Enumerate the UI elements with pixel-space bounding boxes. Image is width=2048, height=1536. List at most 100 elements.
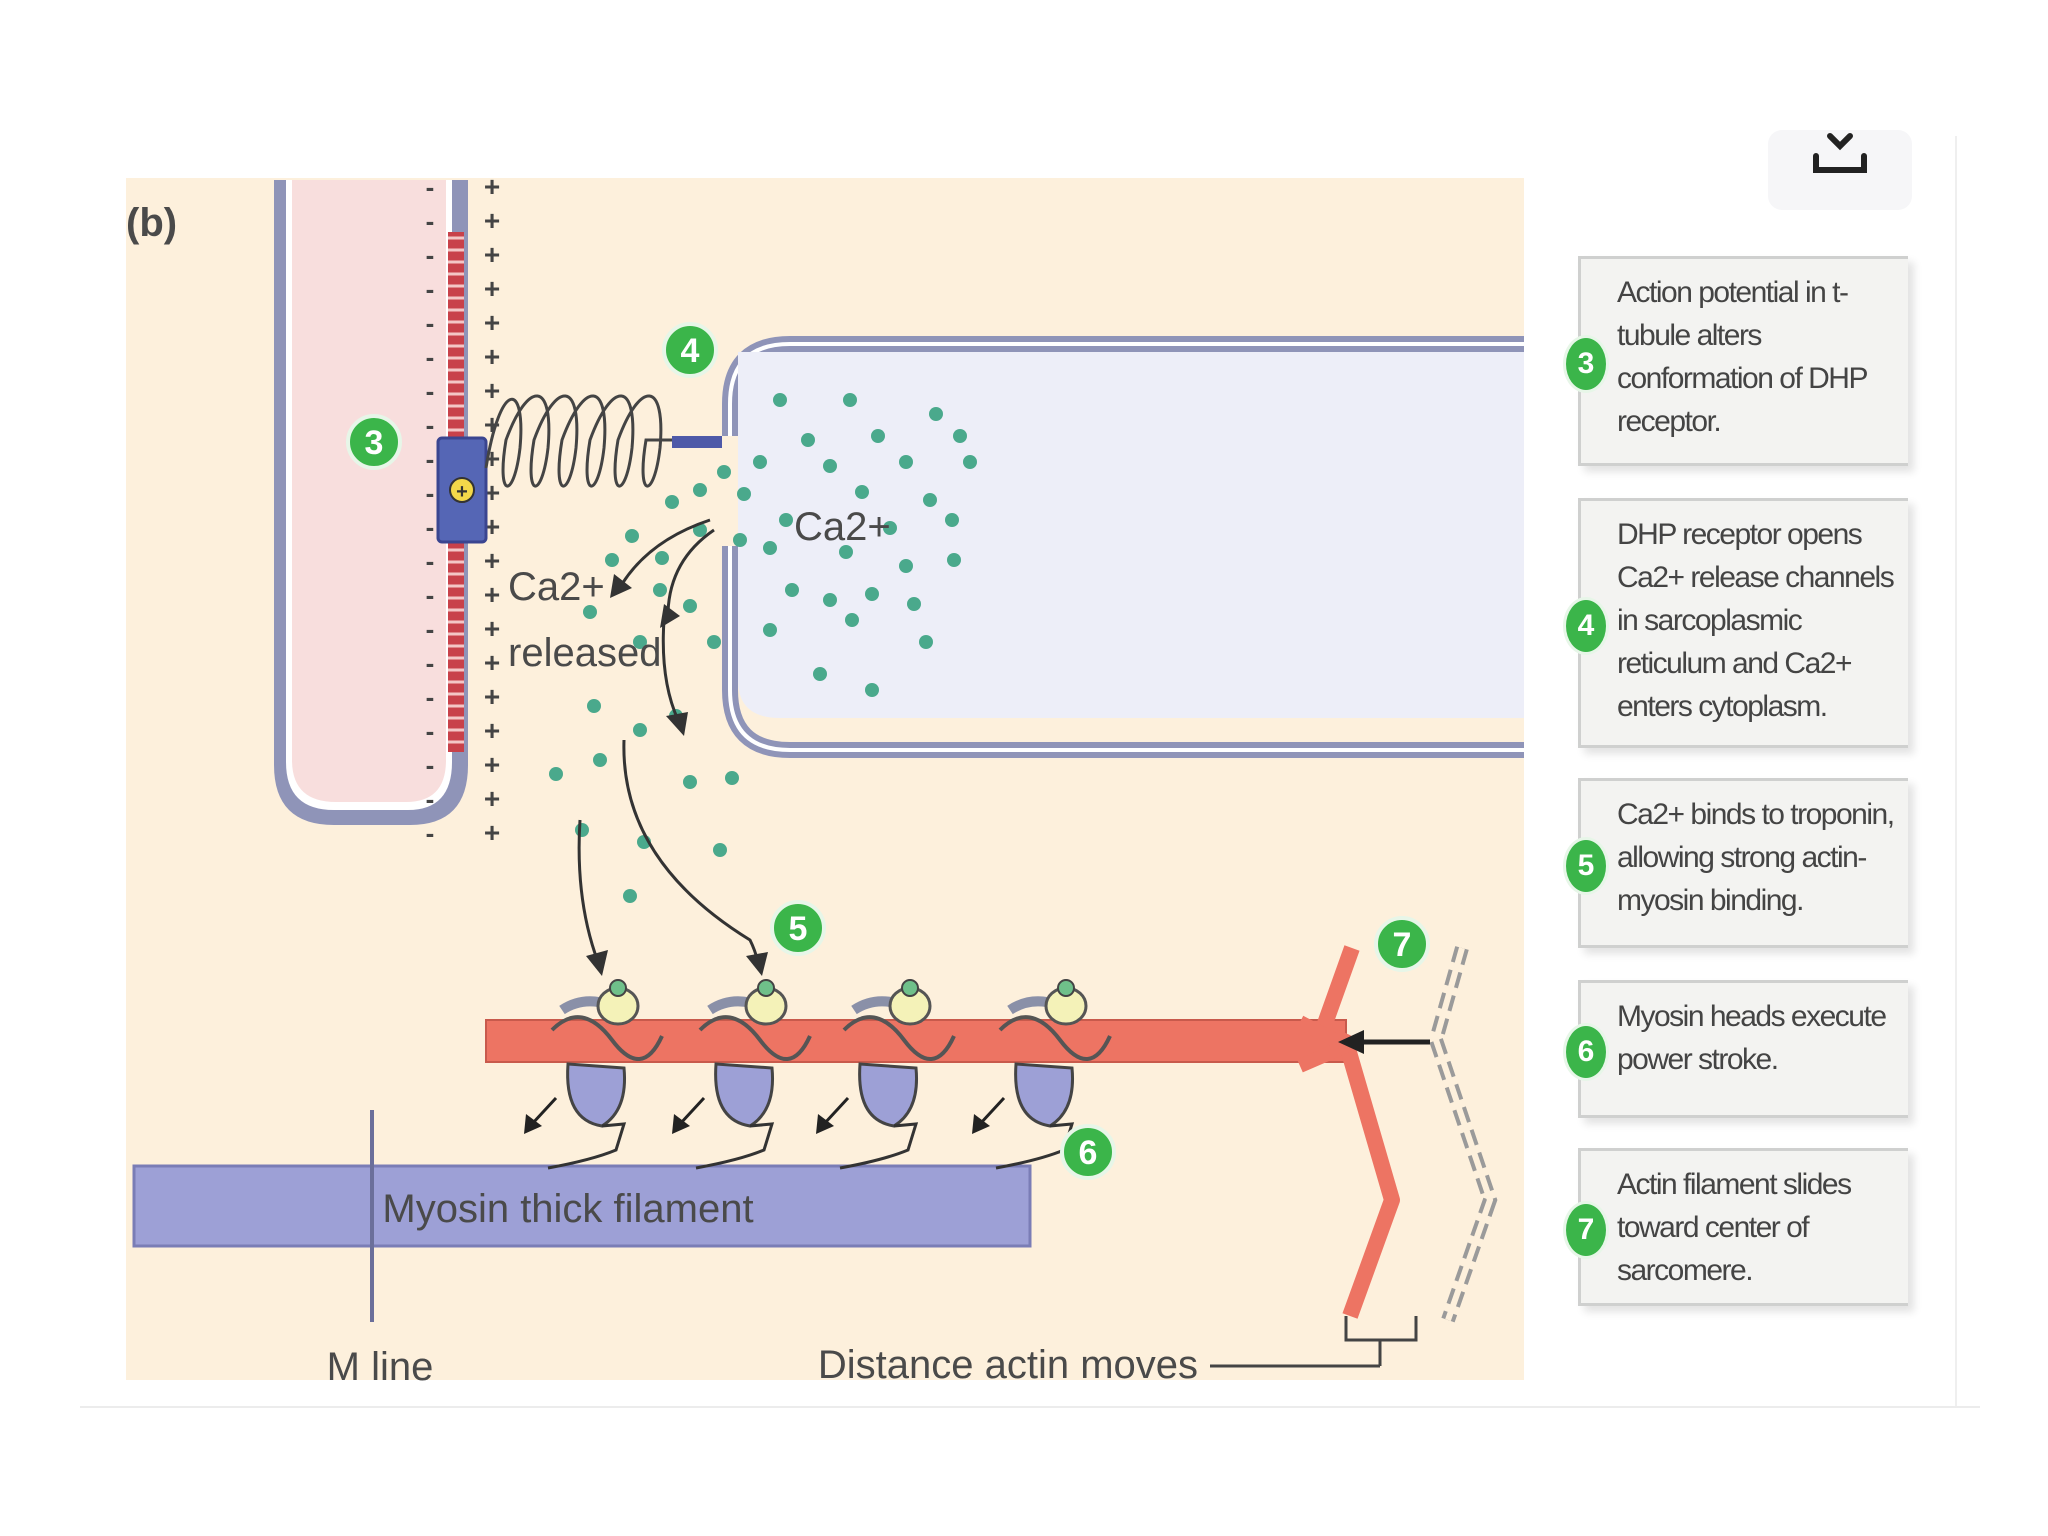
calcium-ion <box>587 699 601 713</box>
step-6-text: Myosin heads execute power stroke. <box>1617 1000 1887 1076</box>
calcium-ion <box>665 495 679 509</box>
step-3-badge: 3 <box>1563 335 1609 393</box>
calcium-ion <box>653 583 667 597</box>
step-7-badge: 7 <box>1563 1201 1609 1259</box>
ca-released-label-line1: Ca2+ <box>508 565 605 609</box>
calcium-ion <box>693 483 707 497</box>
sr-membrane-bottom-inner <box>728 546 1524 752</box>
calcium-ion <box>953 429 967 443</box>
minus-sign: - <box>426 376 435 406</box>
crossbridges <box>524 979 1112 1170</box>
step-box-6: 6 Myosin heads execute power stroke. <box>1563 980 1908 1118</box>
plus-sign: + <box>484 715 500 746</box>
plus-sign: + <box>484 273 500 304</box>
plus-sign: + <box>484 783 500 814</box>
calcium-ion <box>907 597 921 611</box>
calcium-ion <box>813 667 827 681</box>
dhp-charge-sign: + <box>456 481 468 503</box>
minus-sign: - <box>426 648 435 678</box>
calcium-ion <box>883 521 897 535</box>
calcium-ion <box>725 771 739 785</box>
calcium-ion <box>733 533 747 547</box>
calcium-ion <box>713 843 727 857</box>
calcium-ion <box>623 889 637 903</box>
movement-arrowhead <box>1338 1030 1364 1054</box>
calcium-ion <box>575 823 589 837</box>
calcium-ion <box>963 455 977 469</box>
plus-sign: + <box>484 341 500 372</box>
tropomyosin-strand <box>698 1015 812 1061</box>
step-box-4: 4 DHP receptor opens Ca2+ release channe… <box>1563 498 1908 748</box>
calcium-ion <box>737 487 751 501</box>
step-3-text: Action potential in t-tubule alters conf… <box>1617 276 1868 438</box>
minus-sign: - <box>426 750 435 780</box>
plus-sign: + <box>484 171 500 202</box>
step-box-5: 5 Ca2+ binds to troponin, allowing stron… <box>1563 778 1908 948</box>
dhp-charge-icon <box>449 477 475 503</box>
minus-sign: - <box>426 716 435 746</box>
myosin-thick-filament <box>132 1164 1032 1248</box>
calcium-ion <box>823 459 837 473</box>
calcium-ion <box>583 605 597 619</box>
calcium-ion <box>899 455 913 469</box>
tropomyosin-strand <box>998 1015 1112 1061</box>
plus-sign: + <box>484 477 500 508</box>
step-5-text: Ca2+ binds to troponin, allowing strong … <box>1617 798 1895 917</box>
arrowhead-1 <box>610 574 632 598</box>
download-icon <box>1813 133 1867 173</box>
marker-5: 5 <box>770 900 826 956</box>
panel-label: (b) <box>126 201 177 245</box>
calcium-ion <box>865 683 879 697</box>
flow-arrow-3 <box>661 619 680 721</box>
power-stroke-arrowhead <box>672 1114 690 1134</box>
arrowhead-4 <box>586 950 608 976</box>
minus-sign: - <box>426 512 435 542</box>
calcium-ions <box>549 393 977 903</box>
plus-sign: + <box>484 613 500 644</box>
bound-calcium <box>901 979 919 997</box>
plus-sign: + <box>484 545 500 576</box>
calcium-ion <box>843 393 857 407</box>
flow-arrow-5 <box>622 739 760 963</box>
calcium-ion <box>947 553 961 567</box>
step-box-7: 7 Actin filament slides toward center of… <box>1563 1148 1908 1306</box>
arrowhead-3 <box>666 712 688 736</box>
calcium-ion <box>773 393 787 407</box>
z-disk-junction <box>1296 1015 1363 1073</box>
calcium-ion <box>549 767 563 781</box>
calcium-ion <box>717 465 731 479</box>
calcium-ion <box>823 593 837 607</box>
plus-sign: + <box>484 749 500 780</box>
plus-sign: + <box>484 579 500 610</box>
power-stroke-arrow <box>822 1096 850 1126</box>
marker-6: 6 <box>1060 1124 1116 1180</box>
calcium-ion <box>923 493 937 507</box>
plus-sign: + <box>484 409 500 440</box>
minus-sign: - <box>426 682 435 712</box>
calcium-ion <box>871 429 885 443</box>
plus-sign: + <box>484 239 500 270</box>
membrane-ticks: -+-+-+-+-+-+-+-+-+-+-+-+-+-+-+-+-+-+-+-+ <box>426 171 501 848</box>
marker-5-label: 5 <box>789 910 808 948</box>
plus-sign: + <box>484 375 500 406</box>
power-stroke-arrow <box>530 1096 558 1126</box>
myosin-filament-label: Myosin thick filament <box>382 1187 753 1231</box>
dhp-ryanodine-link <box>484 394 672 488</box>
download-button[interactable] <box>1768 130 1912 210</box>
marker-6-circle <box>1060 1124 1116 1180</box>
minus-sign: - <box>426 784 435 814</box>
t-tubule-lumen <box>292 180 446 802</box>
power-stroke-arrow <box>678 1096 706 1126</box>
frame-divider <box>1955 136 1957 1406</box>
power-stroke-arrowhead <box>524 1114 542 1134</box>
myosin-neck <box>695 1122 775 1170</box>
calcium-ion <box>855 485 869 499</box>
calcium-ion <box>707 635 721 649</box>
power-stroke-arrowhead <box>972 1114 990 1134</box>
flow-arrow-2 <box>666 528 715 613</box>
minus-sign: - <box>426 444 435 474</box>
marker-5-circle <box>770 900 826 956</box>
power-stroke-arrowhead <box>816 1114 834 1134</box>
plus-sign: + <box>484 511 500 542</box>
calcium-ion <box>801 433 815 447</box>
